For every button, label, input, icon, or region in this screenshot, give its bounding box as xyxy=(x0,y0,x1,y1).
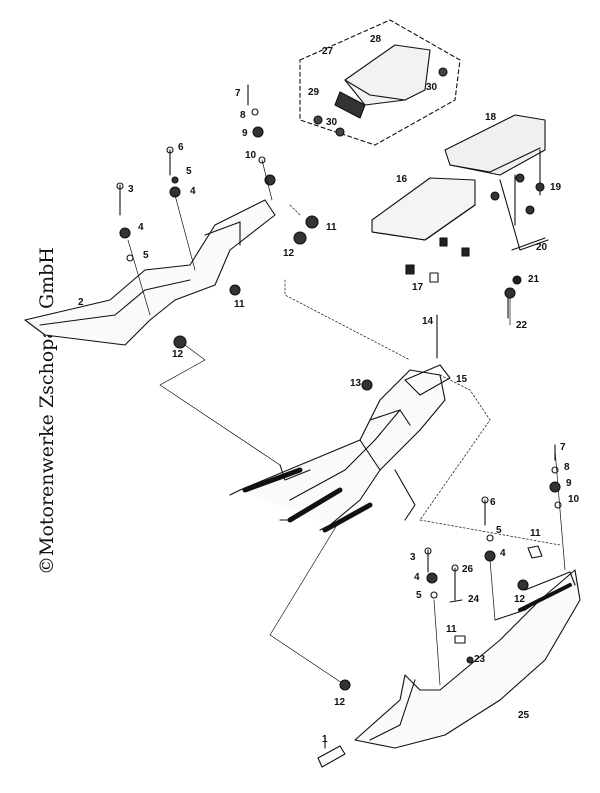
callout-12d: 12 xyxy=(334,697,346,708)
callout-4d: 4 xyxy=(414,572,420,583)
callout-26: 26 xyxy=(462,564,474,575)
callout-12b: 12 xyxy=(172,349,184,360)
callout-3b: 3 xyxy=(410,552,416,563)
callout-9b: 9 xyxy=(566,478,572,489)
callout-27: 27 xyxy=(322,46,334,57)
callout-8: 8 xyxy=(240,110,246,121)
callout-12: 12 xyxy=(283,248,295,259)
callout-14: 14 xyxy=(422,316,434,327)
callout-23: 23 xyxy=(474,654,486,665)
callout-30b: 30 xyxy=(426,82,438,93)
callout-29: 29 xyxy=(308,87,320,98)
callout-11b: 11 xyxy=(234,299,245,310)
callout-10b: 10 xyxy=(568,494,580,505)
callout-7: 7 xyxy=(235,88,241,99)
callout-19: 19 xyxy=(550,182,562,193)
bracket-hardware xyxy=(504,237,546,319)
subframe xyxy=(229,314,451,533)
callout-6b: 6 xyxy=(490,497,496,508)
leader-lines-right xyxy=(433,559,496,686)
callout-2: 2 xyxy=(78,297,84,308)
callout-3: 3 xyxy=(128,184,134,195)
callout-5c: 5 xyxy=(496,525,502,536)
cover-dashed-outline xyxy=(299,19,461,146)
callout-labels: 27 28 29 30 30 18 19 16 20 21 22 17 7 8 … xyxy=(78,34,580,745)
callout-12c: 12 xyxy=(514,594,526,605)
callout-11: 11 xyxy=(326,222,337,233)
left-side-panel xyxy=(24,199,319,349)
rear-seat xyxy=(444,114,549,251)
callout-15: 15 xyxy=(456,374,468,385)
callout-16: 16 xyxy=(396,174,408,185)
front-seat xyxy=(371,177,476,283)
right-fasteners xyxy=(424,444,562,603)
mounting-solid-lines xyxy=(159,294,566,686)
callout-5b: 5 xyxy=(143,250,149,261)
callout-11d: 11 xyxy=(446,624,457,635)
callout-18: 18 xyxy=(485,112,497,123)
callout-9: 9 xyxy=(242,128,248,139)
left-fasteners xyxy=(116,84,276,262)
callout-7b: 7 xyxy=(560,442,566,453)
callout-5d: 5 xyxy=(416,590,422,601)
rear-cowl-piece xyxy=(317,741,346,768)
leader-lines-left xyxy=(127,159,273,316)
callout-4b: 4 xyxy=(138,222,144,233)
seat-cover xyxy=(313,44,448,137)
callout-17: 17 xyxy=(412,282,424,293)
mounting-dotted-lines xyxy=(284,204,561,546)
callout-25: 25 xyxy=(518,710,530,721)
callout-13: 13 xyxy=(350,378,362,389)
callout-8b: 8 xyxy=(564,462,570,473)
callout-1: 1 xyxy=(322,734,328,745)
callout-4c: 4 xyxy=(500,548,506,559)
callout-6: 6 xyxy=(178,142,184,153)
callout-21: 21 xyxy=(528,274,540,285)
callout-30: 30 xyxy=(326,117,338,128)
callout-11c: 11 xyxy=(530,528,541,539)
callout-22: 22 xyxy=(516,320,528,331)
callout-5: 5 xyxy=(186,166,192,177)
callout-28: 28 xyxy=(370,34,382,45)
callout-20: 20 xyxy=(536,242,548,253)
right-side-panel xyxy=(339,545,581,749)
callout-10: 10 xyxy=(245,150,257,161)
callout-4: 4 xyxy=(190,186,196,197)
callout-24: 24 xyxy=(468,594,480,605)
